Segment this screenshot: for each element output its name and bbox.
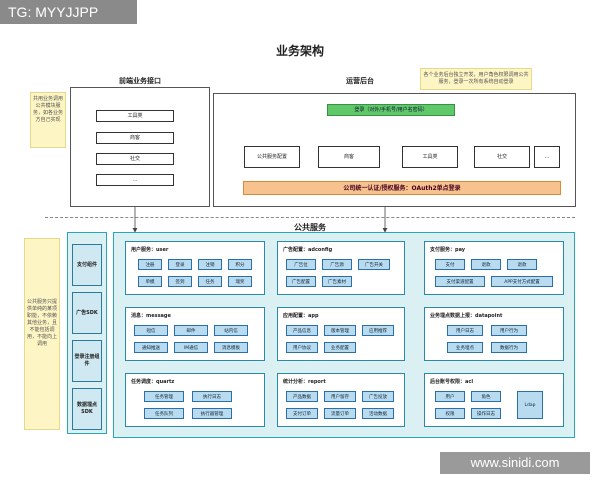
chip: 积分 bbox=[228, 259, 252, 270]
chip: IM通信 bbox=[174, 342, 208, 353]
chip: 用户行为 bbox=[491, 325, 527, 336]
left-section-title: 前端业务接口 bbox=[119, 77, 161, 85]
chip: 活动数据 bbox=[362, 408, 394, 419]
chip: 执行日志 bbox=[192, 391, 232, 402]
chip: 用户留存 bbox=[324, 391, 356, 402]
chip: 执行器管理 bbox=[192, 408, 232, 419]
chip: 任务管理 bbox=[144, 391, 184, 402]
chip: 业务配置 bbox=[324, 342, 356, 353]
public-section-title: 公共服务 bbox=[294, 223, 326, 232]
chip: 广告投放 bbox=[362, 391, 394, 402]
box-merchant: 商客 bbox=[318, 146, 380, 168]
group-title: 广告配置：adconfig bbox=[283, 247, 333, 253]
chip: 广告位 bbox=[286, 259, 316, 270]
group-title: 业务埋点数据上报：datapoint bbox=[430, 313, 503, 319]
group-title: 用户服务：user bbox=[131, 247, 169, 253]
chip: 产品数据 bbox=[286, 391, 318, 402]
chip: 角色 bbox=[471, 391, 501, 402]
box-more: ... bbox=[534, 146, 560, 168]
left-item-more: ... bbox=[96, 174, 174, 186]
tg-tag: TG: MYYJJPP bbox=[0, 0, 137, 24]
section-divider bbox=[45, 217, 575, 218]
chip: 站内信 bbox=[214, 325, 248, 336]
chip: 流量订单 bbox=[324, 408, 356, 419]
group-title: 应用配置：app bbox=[283, 313, 319, 319]
chip: 应用推荐 bbox=[362, 325, 394, 336]
group-user: 用户服务：user 注册 登录 注销 积分 单模 签到 任务 瑞奖 bbox=[125, 241, 265, 295]
login-bar: 登录（对外/手机号/用户名密码） bbox=[327, 104, 455, 116]
chip: 签到 bbox=[168, 276, 192, 287]
chip: 用户协议 bbox=[286, 342, 318, 353]
chip: APP支付方式配置 bbox=[491, 276, 553, 287]
chip: 业务埋点 bbox=[447, 342, 483, 353]
chip: 单模 bbox=[138, 276, 162, 287]
chip: 广告素材 bbox=[322, 276, 352, 287]
chip: 注册 bbox=[138, 259, 162, 270]
box-public-config: 公共服务配置 bbox=[244, 146, 300, 168]
chip: 数据行为 bbox=[491, 342, 527, 353]
chip: 广告源 bbox=[322, 259, 352, 270]
group-adconfig: 广告配置：adconfig 广告位 广告源 广告开关 广告配置 广告素材 bbox=[277, 241, 405, 295]
group-acl: 后台账号权限：acl 用户 角色 权限 操作日志 Ldap bbox=[424, 373, 564, 427]
chip: 注销 bbox=[198, 259, 222, 270]
left-panel bbox=[70, 87, 210, 207]
chip: 消息模板 bbox=[214, 342, 248, 353]
left-note: 共用业务调用公共模块服务，如各业务方自己实现 bbox=[30, 92, 66, 148]
chip: 操作日志 bbox=[471, 408, 501, 419]
chip: 退款 bbox=[471, 259, 501, 270]
chip: 瑞奖 bbox=[228, 276, 252, 287]
chip: 退款 bbox=[507, 259, 537, 270]
box-social: 社交 bbox=[474, 146, 530, 168]
right-note: 各个业务后台独立开发，用户角色权限调用公共服务，登录一次所有系统自动登录 bbox=[420, 68, 532, 90]
oauth-bar: 公司统一认证/授权服务：OAuth2单点登录 bbox=[243, 181, 561, 195]
group-title: 任务调度：quartz bbox=[131, 379, 175, 385]
chip: 版本管理 bbox=[324, 325, 356, 336]
chip: 支付 bbox=[435, 259, 465, 270]
chip: 登录 bbox=[168, 259, 192, 270]
left-item-merchant: 商客 bbox=[96, 132, 174, 144]
chip: 权限 bbox=[435, 408, 465, 419]
public-note: 公共服务只提供单纯的某项职能，不依赖其他业务，且不能包括调用，不能向上调用 bbox=[24, 238, 60, 430]
group-title: 消息：message bbox=[131, 313, 171, 319]
sdk-pay: 支付组件 bbox=[72, 244, 102, 286]
group-datapoint: 业务埋点数据上报：datapoint 用户日志 用户行为 业务埋点 数据行为 bbox=[424, 307, 564, 361]
chip: 产品信息 bbox=[286, 325, 318, 336]
diagram-title: 业务架构 bbox=[275, 44, 324, 58]
chip: 邮件 bbox=[174, 325, 208, 336]
group-title: 统计分析：report bbox=[283, 379, 326, 385]
left-item-tools: 工具类 bbox=[96, 110, 174, 122]
sdk-login: 登录注册组件 bbox=[72, 340, 102, 382]
right-section-title: 运营后台 bbox=[346, 77, 374, 85]
group-pay: 支付服务：pay 支付 退款 退款 支付渠道配置 APP支付方式配置 bbox=[424, 241, 564, 295]
group-app: 应用配置：app 产品信息 版本管理 应用推荐 用户协议 业务配置 bbox=[277, 307, 405, 361]
chip: 用户 bbox=[435, 391, 465, 402]
chip: 通知推送 bbox=[134, 342, 168, 353]
box-tools: 工具类 bbox=[402, 146, 458, 168]
group-title: 支付服务：pay bbox=[430, 247, 466, 253]
chip: 广告开关 bbox=[358, 259, 390, 270]
group-title: 后台账号权限：acl bbox=[430, 379, 474, 385]
chip: Ldap bbox=[517, 391, 543, 419]
group-message: 消息：message 短信 邮件 站内信 通知推送 IM通信 消息模板 bbox=[125, 307, 265, 361]
sdk-ad: 广告SDK bbox=[72, 292, 102, 334]
left-item-social: 社交 bbox=[96, 153, 174, 165]
chip: 支付订单 bbox=[286, 408, 318, 419]
chip: 短信 bbox=[134, 325, 168, 336]
sdk-datapoint: 数据埋点SDK bbox=[72, 388, 102, 430]
watermark: www.sinidi.com bbox=[440, 452, 590, 474]
group-quartz: 任务调度：quartz 任务管理 执行日志 任务队列 执行器管理 bbox=[125, 373, 265, 427]
chip: 任务队列 bbox=[144, 408, 184, 419]
group-report: 统计分析：report 产品数据 用户留存 广告投放 支付订单 流量订单 活动数… bbox=[277, 373, 405, 427]
chip: 用户日志 bbox=[447, 325, 483, 336]
chip: 广告配置 bbox=[286, 276, 316, 287]
chip: 任务 bbox=[198, 276, 222, 287]
chip: 支付渠道配置 bbox=[435, 276, 485, 287]
